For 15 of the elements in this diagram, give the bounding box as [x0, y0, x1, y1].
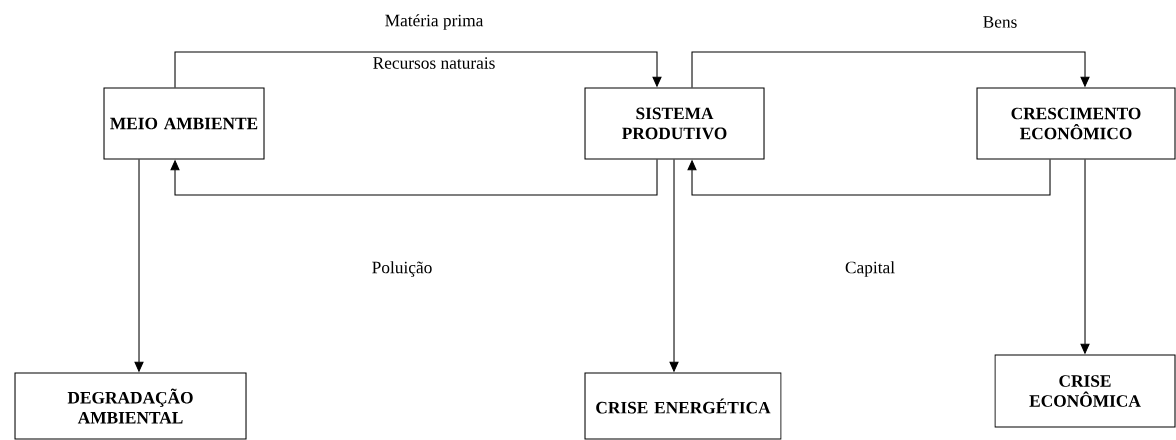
edge-label: Bens	[983, 16, 1017, 28]
arrow	[691, 51, 1090, 88]
edge-label: Matéria prima	[385, 14, 484, 30]
note-label: Recursos naturais	[373, 57, 495, 69]
edge-label: Capital	[845, 261, 895, 277]
edge-label: Poluição	[372, 261, 432, 277]
arrow	[174, 51, 662, 88]
process-box: CRISE ENERGÉTICA	[584, 372, 782, 440]
process-box: SISTEMA PRODUTIVO	[584, 87, 765, 160]
process-box: CRISE ECONÔMICA	[994, 354, 1176, 428]
process-box: DEGRADAÇÃO AMBIENTAL	[14, 372, 247, 440]
arrow	[687, 159, 1051, 196]
process-box: MEIO AMBIENTE	[103, 87, 265, 160]
process-box: CRESCIMENTO ECONÔMICO	[976, 87, 1176, 160]
arrow	[170, 159, 658, 196]
